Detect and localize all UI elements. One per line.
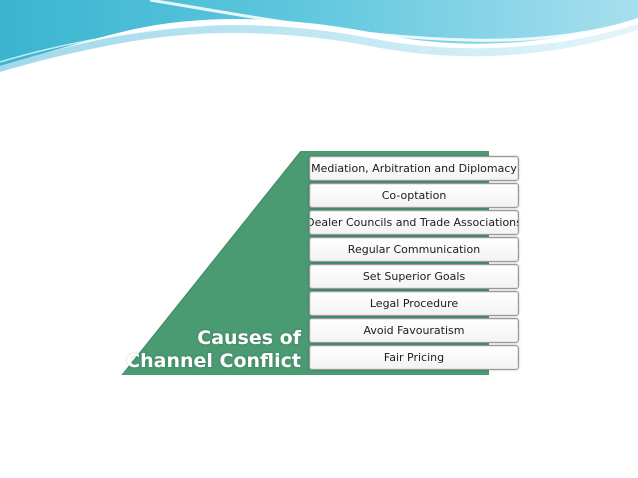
- cause-box-dealer-councils: Dealer Councils and Trade Associations: [309, 210, 519, 235]
- diagram-title-line-2: Channel Conflict: [126, 350, 301, 372]
- header-wave-decoration: [0, 0, 638, 72]
- diagram-title-line-1: Causes of: [197, 327, 301, 349]
- cause-box-regular-communication: Regular Communication: [309, 237, 519, 262]
- cause-box-fair-pricing: Fair Pricing: [309, 345, 519, 370]
- cause-box-avoid-favouratism: Avoid Favouratism: [309, 318, 519, 343]
- cause-box-superior-goals: Set Superior Goals: [309, 264, 519, 289]
- channel-conflict-diagram: Causes of Channel Conflict Mediation, Ar…: [119, 151, 523, 377]
- cause-box-co-optation: Co-optation: [309, 183, 519, 208]
- triangle-edge: [121, 151, 302, 376]
- cause-box-legal-procedure: Legal Procedure: [309, 291, 519, 316]
- cause-box-mediation: Mediation, Arbitration and Diplomacy: [309, 156, 519, 181]
